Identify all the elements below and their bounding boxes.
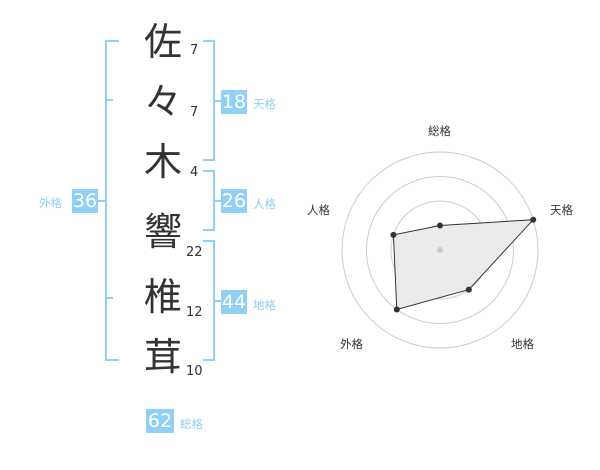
radar-label-soukaku: 総格 bbox=[428, 124, 451, 138]
chikaku-bracket-top bbox=[203, 240, 215, 242]
gaikaku-value-badge: 36 bbox=[72, 189, 98, 213]
gaikaku-tick bbox=[105, 99, 113, 101]
radar-label-gaikaku: 外格 bbox=[340, 337, 363, 351]
gaikaku-tick bbox=[105, 297, 113, 299]
name-char-5: 椎 bbox=[143, 275, 182, 319]
gaikaku-connector bbox=[97, 200, 105, 202]
chikaku-label: 地格 bbox=[253, 298, 276, 312]
radar-chart bbox=[341, 151, 539, 349]
radar-point-gaikaku bbox=[393, 306, 400, 313]
chikaku-bracket-bottom bbox=[203, 359, 215, 361]
stroke-count-1: 7 bbox=[190, 43, 199, 58]
tenkaku-connector bbox=[213, 100, 221, 102]
radar-point-chikaku bbox=[465, 286, 472, 293]
radar-label-tenkaku: 天格 bbox=[550, 203, 573, 217]
stroke-count-5: 12 bbox=[186, 305, 203, 320]
radar-label-jinkaku: 人格 bbox=[307, 203, 330, 217]
stroke-count-2: 7 bbox=[190, 105, 199, 120]
name-char-4: 響 bbox=[143, 210, 182, 254]
radar-ring bbox=[366, 176, 514, 324]
jinkaku-value-badge: 26 bbox=[221, 189, 247, 213]
tenkaku-bracket-bottom bbox=[203, 159, 215, 161]
name-char-3: 木 bbox=[143, 140, 182, 184]
gaikaku-bracket-vertical bbox=[105, 40, 107, 360]
stroke-count-3: 4 bbox=[190, 165, 199, 180]
chikaku-value-badge: 44 bbox=[221, 290, 247, 314]
soukaku-value-badge: 62 bbox=[146, 409, 174, 433]
tenkaku-bracket-top bbox=[203, 40, 215, 42]
stroke-count-6: 10 bbox=[186, 364, 203, 379]
jinkaku-label: 人格 bbox=[253, 197, 276, 211]
jinkaku-bracket-bottom bbox=[203, 229, 215, 231]
gaikaku-bracket-bottom bbox=[105, 359, 119, 361]
stroke-count-4: 22 bbox=[186, 245, 203, 260]
tenkaku-label: 天格 bbox=[253, 97, 276, 111]
radar-area bbox=[392, 219, 535, 311]
chikaku-connector bbox=[213, 300, 221, 302]
name-char-1: 佐 bbox=[143, 20, 182, 64]
radar-label-chikaku: 地格 bbox=[511, 337, 534, 351]
radar-points bbox=[390, 216, 537, 313]
name-char-6: 茸 bbox=[143, 335, 182, 379]
jinkaku-connector bbox=[213, 200, 221, 202]
tenkaku-value-badge: 18 bbox=[221, 90, 247, 114]
soukaku-label: 総格 bbox=[180, 417, 203, 431]
radar-ring bbox=[341, 151, 539, 349]
gaikaku-bracket-top bbox=[105, 40, 119, 42]
gaikaku-label: 外格 bbox=[39, 196, 62, 210]
jinkaku-bracket-top bbox=[203, 170, 215, 172]
name-char-2: 々 bbox=[143, 80, 182, 124]
radar-point-tenkaku bbox=[530, 216, 537, 223]
radar-center-dot bbox=[437, 247, 443, 253]
radar-point-soukaku bbox=[437, 222, 443, 229]
radar-point-jinkaku bbox=[390, 231, 397, 238]
